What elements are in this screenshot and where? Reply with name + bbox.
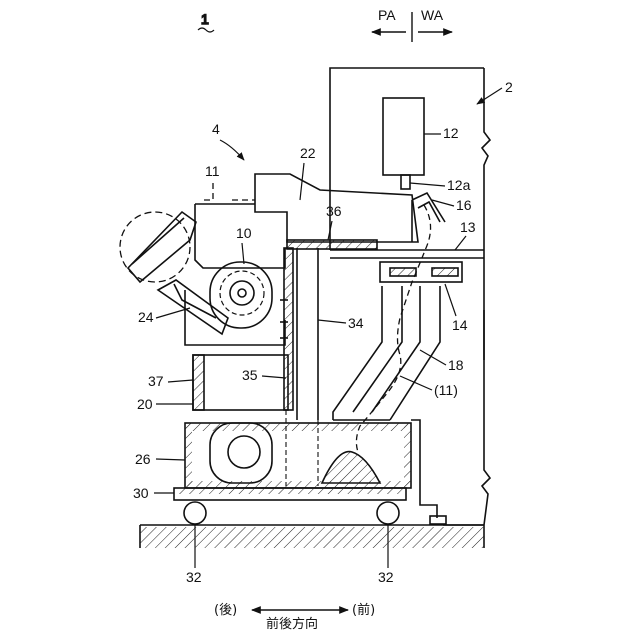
chute-18 (333, 286, 440, 420)
label-26: 26 (135, 451, 151, 467)
label-11-paren: (11) (434, 382, 458, 398)
box-37 (193, 248, 293, 410)
wheel-32-right (377, 502, 399, 524)
roll-10 (210, 262, 272, 328)
figure-number: 1 (201, 11, 209, 27)
label-20: 20 (137, 396, 153, 412)
front-rear-direction: (後) (前) 前後方向 (214, 602, 375, 632)
cover-arm (120, 212, 196, 282)
component-12a (401, 175, 410, 189)
material-11 (200, 183, 255, 200)
container-26 (185, 410, 411, 488)
label-36: 36 (326, 203, 342, 219)
label-4: 4 (212, 121, 220, 137)
direction-caption: 前後方向 (266, 616, 318, 632)
arm-24 (158, 280, 228, 334)
direction-label-pa: PA (378, 7, 396, 23)
label-13: 13 (460, 219, 476, 235)
component-12 (383, 98, 424, 175)
label-10: 10 (236, 225, 252, 241)
part-14 (380, 262, 462, 282)
wheel-32-left (184, 502, 206, 524)
label-12: 12 (443, 125, 459, 141)
direction-indicator: PA WA (372, 7, 452, 42)
label-14: 14 (452, 317, 468, 333)
label-2: 2 (505, 79, 513, 95)
label-32-right: 32 (378, 569, 394, 585)
label-35: 35 (242, 367, 258, 383)
label-18: 18 (448, 357, 464, 373)
plate-13 (330, 250, 484, 258)
label-34: 34 (348, 315, 364, 331)
label-24: 24 (138, 309, 154, 325)
direction-label-wa: WA (421, 7, 444, 23)
ground-hatch (140, 527, 484, 548)
label-12a: 12a (447, 177, 471, 193)
label-37: 37 (148, 373, 164, 389)
label-22: 22 (300, 145, 316, 161)
label-32-left: 32 (186, 569, 202, 585)
column-34 (297, 248, 318, 420)
label-16: 16 (456, 197, 472, 213)
direction-front: (前) (352, 602, 375, 618)
label-11: 11 (205, 163, 220, 179)
figure-number-tilde (198, 28, 214, 32)
guide-16 (412, 193, 445, 222)
label-30: 30 (133, 485, 149, 501)
direction-rear: (後) (214, 603, 237, 618)
